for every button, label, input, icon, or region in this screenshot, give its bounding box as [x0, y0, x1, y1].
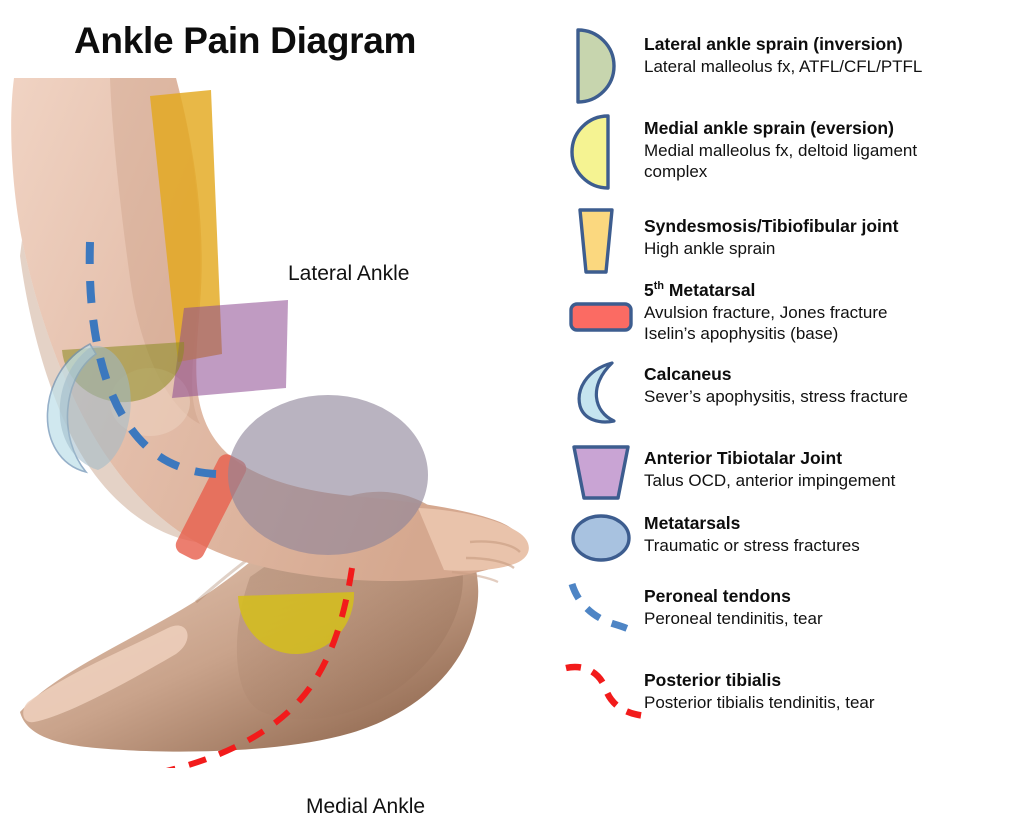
legend-title: Anterior Tibiotalar Joint [644, 448, 843, 468]
legend-description: Lateral malleolus fx, ATFL/CFL/PTFL [644, 56, 923, 76]
legend-title: Metatarsals [644, 513, 741, 533]
legend-description: Talus OCD, anterior impingement [644, 470, 896, 490]
legend-title: Syndesmosis/Tibiofibular joint [644, 216, 899, 236]
red-dashed-curve-icon [560, 658, 647, 725]
legend-panel: Lateral ankle sprain (inversion) Lateral… [560, 0, 1024, 768]
legend-description: Avulsion fracture, Jones fracture Iselin… [644, 302, 888, 344]
legend-description: Posterior tibialis tendinitis, tear [644, 692, 875, 712]
tapered-trapezoid-icon [568, 206, 654, 287]
legend-title: Peroneal tendons [644, 586, 791, 606]
ellipse-icon [568, 512, 654, 569]
legend-description: Peroneal tendinitis, tear [644, 608, 823, 628]
overlay-syndesmosis [150, 90, 222, 362]
ankle-photo-svg [11, 78, 529, 768]
legend-title: Posterior tibialis [644, 670, 782, 690]
legend-title: 5th Metatarsal [644, 280, 756, 300]
half-circle-right-icon [568, 26, 654, 111]
legend-title: Lateral ankle sprain (inversion) [644, 34, 903, 54]
rounded-rectangle-icon [568, 300, 654, 339]
blue-dashed-curve-icon [560, 578, 646, 645]
trapezoid-icon [568, 442, 654, 509]
overlay-peroneal-tendons [85, 241, 217, 478]
legend-description: Sever’s apophysitis, stress fracture [644, 386, 908, 406]
overlay-posterior-tibialis [165, 567, 355, 768]
legend-description: Traumatic or stress fractures [644, 535, 860, 555]
legend-description: High ankle sprain [644, 238, 776, 258]
ankle-illustration: Lateral Ankle Medial Ankle [0, 72, 560, 818]
legend-title: Calcaneus [644, 364, 732, 384]
legend-title: Medial ankle sprain (eversion) [644, 118, 894, 138]
overlay-medial-ankle-sprain [238, 592, 355, 655]
overlay-anterior-tibiotalar [172, 300, 288, 398]
page-title: Ankle Pain Diagram [74, 20, 417, 61]
label-medial-ankle: Medial Ankle [306, 795, 426, 818]
legend-description: Medial malleolus fx, deltoid ligament co… [644, 140, 918, 182]
overlay-metatarsals [228, 395, 428, 555]
label-lateral-ankle: Lateral Ankle [288, 262, 410, 285]
crescent-moon-icon [568, 358, 654, 431]
overlay-calcaneus-body [59, 345, 131, 470]
half-circle-left-icon [568, 112, 654, 197]
